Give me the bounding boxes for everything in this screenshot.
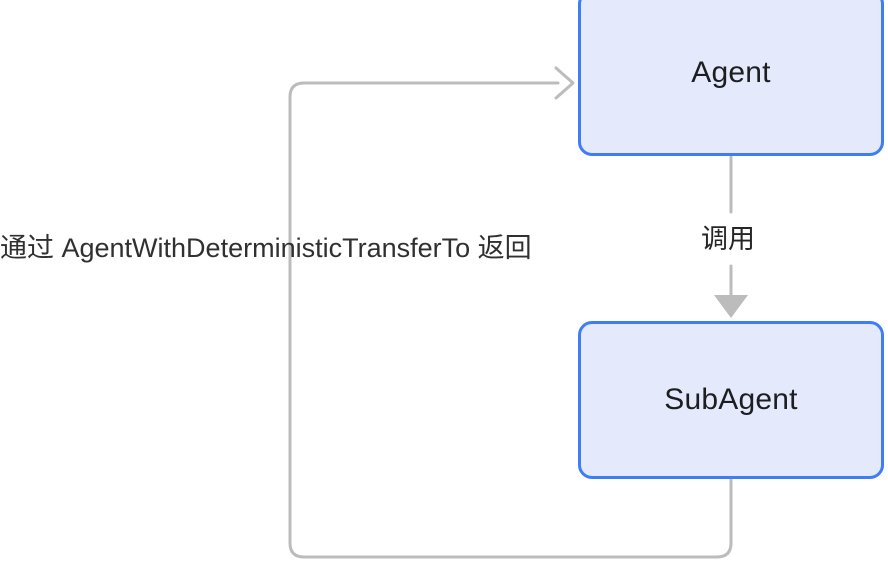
node-agent[interactable]: Agent	[578, 0, 884, 156]
call-edge-label: 调用	[701, 224, 755, 254]
node-subagent-label: SubAgent	[664, 383, 798, 416]
node-agent-label: Agent	[691, 56, 771, 89]
return-edge-label: 通过 AgentWithDeterministicTransferTo 返回	[0, 233, 532, 263]
return-edge	[288, 66, 733, 559]
node-subagent[interactable]: SubAgent	[578, 321, 884, 479]
call-edge-arrowhead-icon	[714, 295, 748, 318]
return-edge-path	[288, 81, 733, 559]
call-edge	[714, 155, 748, 318]
return-edge-arrowhead-icon	[554, 66, 575, 100]
